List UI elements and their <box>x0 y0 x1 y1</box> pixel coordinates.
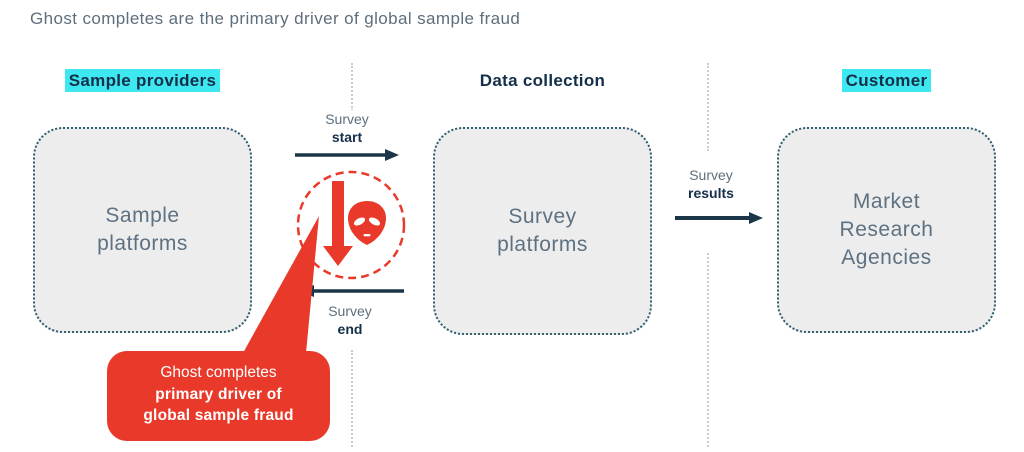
survey-start-label: Survey start <box>305 110 389 146</box>
separator-line <box>351 350 353 447</box>
box-label: Market Research Agencies <box>839 190 934 269</box>
ghost-fraud-marker <box>296 170 406 280</box>
sample-platforms-box: Sample platforms <box>33 127 252 333</box>
callout-line-bold: primary driver of <box>155 385 282 403</box>
survey-results-label: Survey results <box>669 166 753 202</box>
separator-line <box>707 253 709 447</box>
section-header-data-collection: Data collection <box>433 71 652 91</box>
alien-icon <box>348 201 386 245</box>
section-header-sample-providers: Sample providers <box>33 69 252 92</box>
arrow-right-icon <box>295 149 399 161</box>
separator-line <box>351 63 353 111</box>
flow-label-word-bold: results <box>688 185 734 201</box>
callout-pointer <box>243 216 319 353</box>
survey-platforms-box: Survey platforms <box>433 127 652 335</box>
separator-line <box>707 63 709 151</box>
flow-label-word: Survey <box>325 111 369 127</box>
slide-title: Ghost completes are the primary driver o… <box>30 9 521 28</box>
down-arrow-icon <box>323 181 353 266</box>
flow-label-word-bold: start <box>331 129 363 145</box>
callout-line-bold: global sample fraud <box>143 407 294 424</box>
highlighted-header-text: Sample providers <box>64 69 221 92</box>
callout-bubble: Ghost completes primary driver of global… <box>107 351 330 441</box>
flow-label-word: Survey <box>328 303 372 319</box>
market-research-agencies-box: Market Research Agencies <box>777 127 996 333</box>
header-text: Data collection <box>479 71 606 90</box>
highlighted-header-text: Customer <box>841 69 932 92</box>
arrow-right-icon <box>675 212 763 224</box>
section-header-customer: Customer <box>777 69 996 92</box>
callout-line: Ghost completes <box>160 364 277 381</box>
flow-label-word: Survey <box>689 167 733 183</box>
survey-end-label: Survey end <box>308 302 392 338</box>
box-label: Survey platforms <box>497 205 588 256</box>
flow-label-word-bold: end <box>337 321 363 337</box>
box-label: Sample platforms <box>97 204 188 255</box>
